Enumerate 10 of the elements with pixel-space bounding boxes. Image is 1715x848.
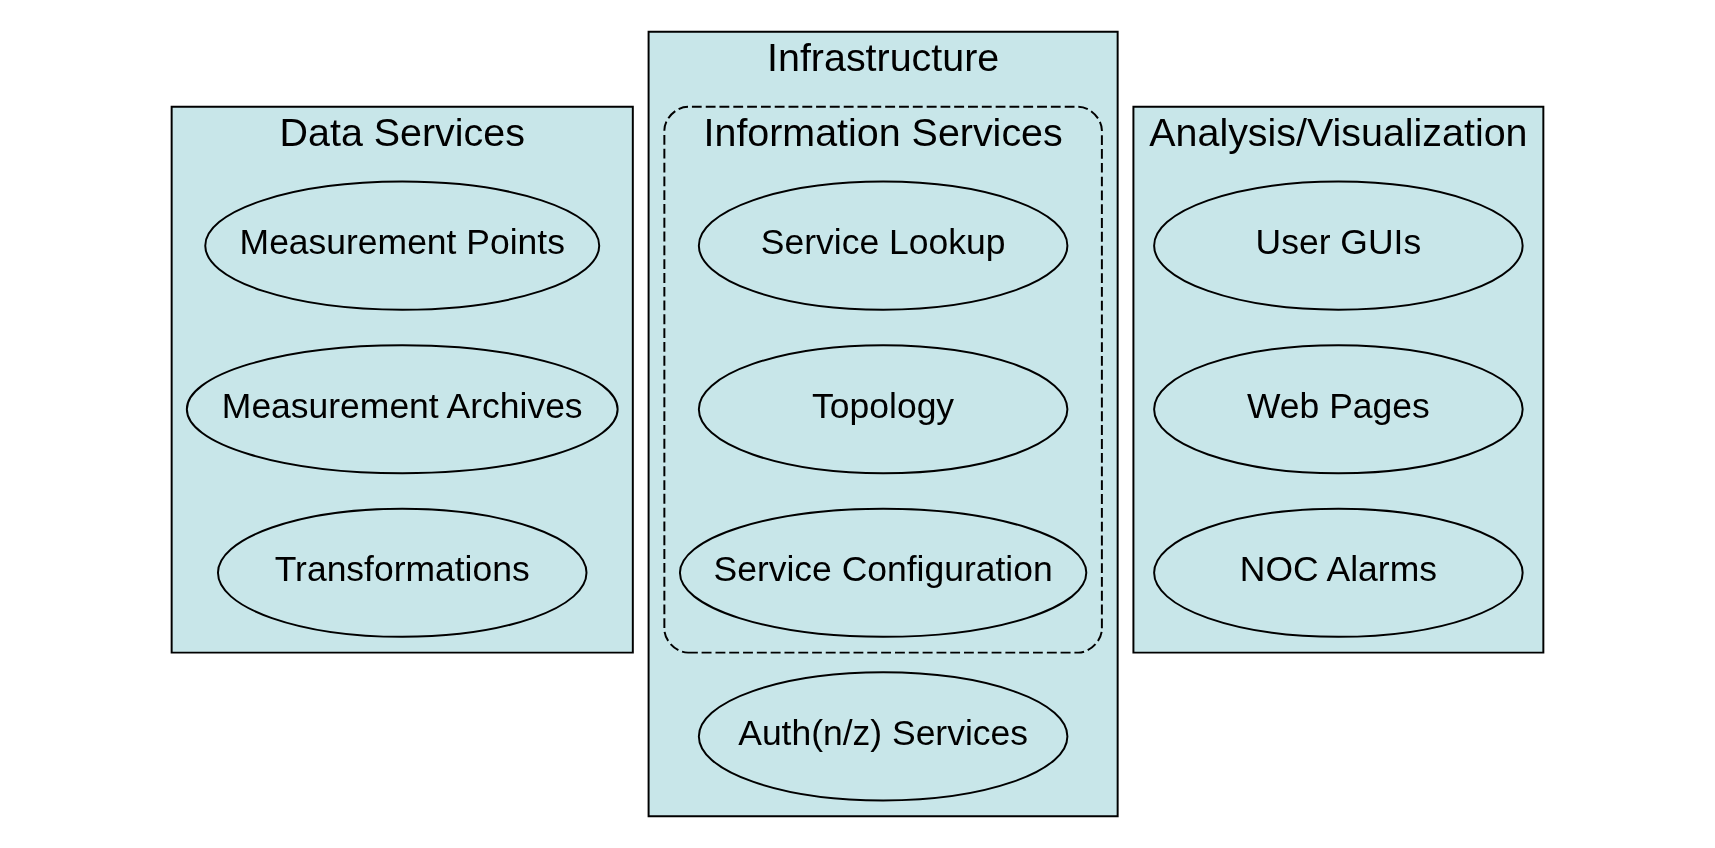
node-ellipse: Transformations (216, 507, 588, 638)
node-ellipse: Topology (697, 344, 1069, 475)
node-ellipse: Auth(n/z) Services (697, 671, 1069, 802)
node-ellipse: NOC Alarms (1153, 507, 1524, 638)
node-ellipse: Service Configuration (678, 507, 1088, 638)
node-ellipse: User GUIs (1153, 180, 1524, 311)
node-ellipse: Web Pages (1153, 344, 1524, 475)
node-ellipse: Service Lookup (697, 180, 1069, 311)
node-ellipse: Measurement Archives (185, 344, 619, 475)
node-ellipse: Measurement Points (204, 180, 601, 311)
